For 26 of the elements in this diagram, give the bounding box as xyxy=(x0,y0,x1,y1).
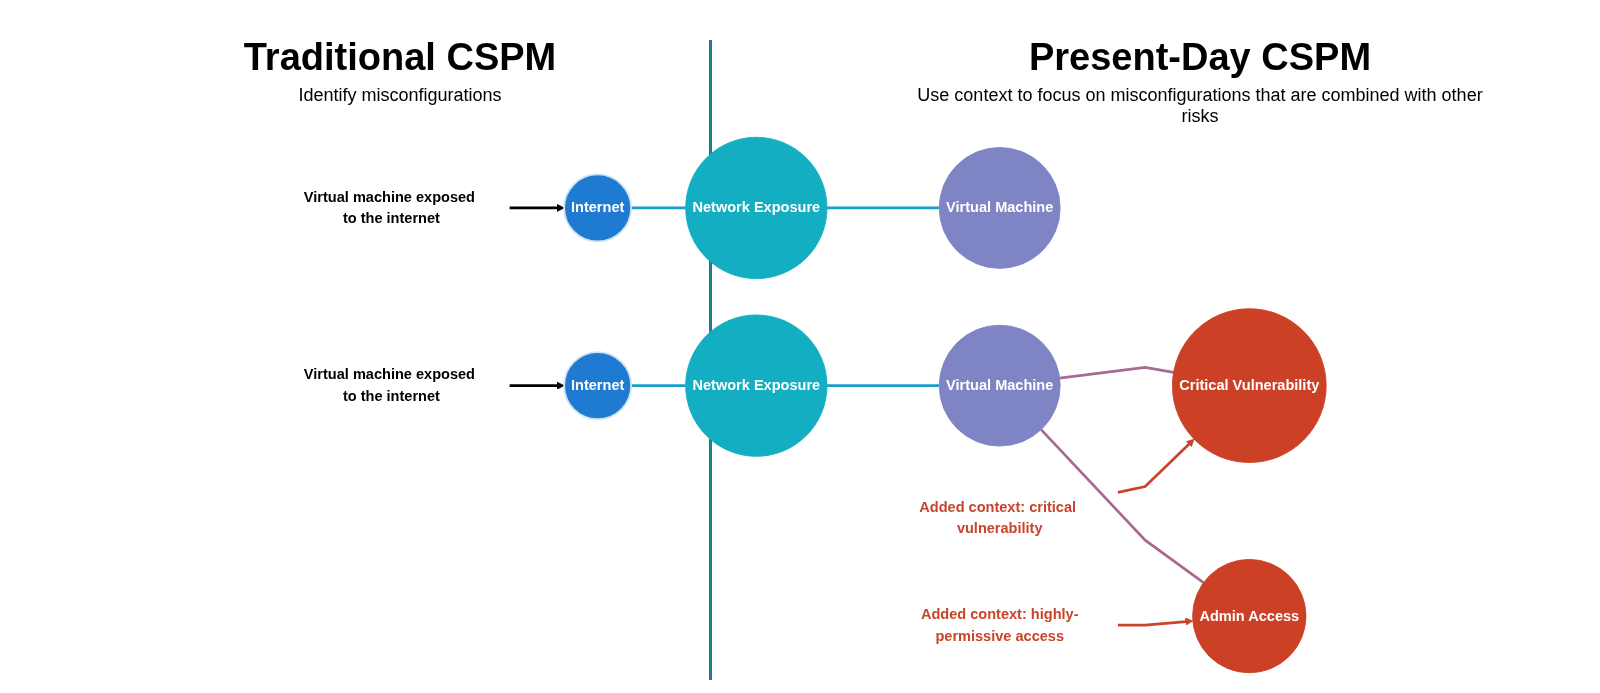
node-circle: Internet xyxy=(563,351,633,421)
node-circle: Internet xyxy=(563,173,633,243)
arrow xyxy=(509,381,565,390)
connector xyxy=(827,206,940,210)
node-text: Added context: critical vulnerability xyxy=(919,498,1077,537)
node-circle: Admin Access xyxy=(1192,558,1307,674)
node-text: Virtual machine exposed to the internet xyxy=(304,366,476,404)
node-circle: Critical Vulnerability xyxy=(1172,308,1327,463)
panel-subtitle: Use context to focus on misconfigurations that are combined with other risks xyxy=(916,85,1484,127)
panel-title: Traditional CSPM xyxy=(243,36,557,79)
node-circle: Network Exposure xyxy=(685,136,828,280)
arrow xyxy=(509,203,565,212)
node-text: Added context: highly-permissive access xyxy=(921,606,1079,644)
connector xyxy=(631,384,686,387)
connector xyxy=(1040,428,1205,584)
connector xyxy=(631,206,686,210)
node-text: Virtual machine exposed to the internet xyxy=(304,188,476,227)
connector xyxy=(827,384,940,387)
arrow xyxy=(1117,438,1195,494)
panel-subtitle: Identify misconfigurations xyxy=(297,85,503,106)
arrow xyxy=(1118,617,1194,627)
connector xyxy=(1059,366,1175,380)
node-circle: Virtual Machine xyxy=(939,324,1061,447)
panel-title: Present-Day CSPM xyxy=(1028,36,1372,79)
node-circle: Network Exposure xyxy=(685,314,828,457)
node-circle: Virtual Machine xyxy=(939,147,1061,269)
